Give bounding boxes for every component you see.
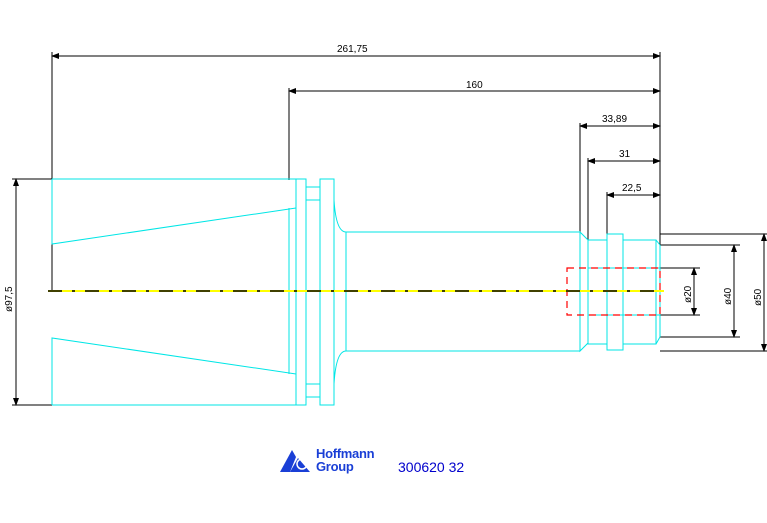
dim-text-97: ø97,5 <box>4 286 15 312</box>
hoffmann-group-logo: Hoffmann Group <box>276 446 388 476</box>
dimension-lines <box>12 52 767 406</box>
dim-text-33: 33,89 <box>602 114 627 125</box>
dim-text-31: 31 <box>619 149 631 160</box>
part-number: 300620 32 <box>398 459 465 475</box>
logo-text-line2: Group <box>316 459 354 474</box>
logo-text-line1: Hoffmann <box>316 446 375 461</box>
dim-text-50: ø50 <box>753 288 764 306</box>
dim-text-160: 160 <box>466 80 483 91</box>
dim-text-261: 261,75 <box>337 44 368 55</box>
logo-mark-icon <box>280 450 310 472</box>
dim-text-22: 22,5 <box>622 183 642 194</box>
dim-text-20: ø20 <box>683 285 694 303</box>
dim-text-40: ø40 <box>723 287 734 305</box>
